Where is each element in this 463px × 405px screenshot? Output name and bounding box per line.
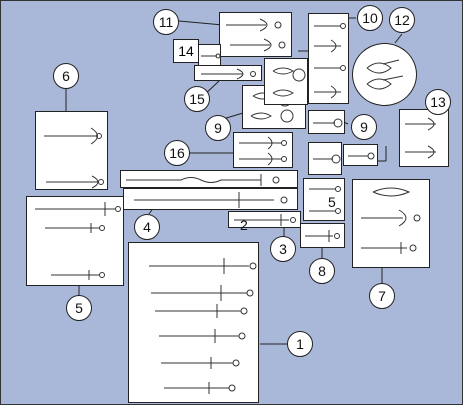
label-4: 4 [134,214,160,240]
sword-illustrations-6 [44,127,104,189]
sword-illustrations-5-left [35,202,121,280]
sword-illustrations-10 [314,23,346,99]
label-2: 2 [240,217,248,233]
panel-group-1 [128,242,259,403]
sword-illustrations-14 [201,53,221,59]
label-13: 13 [425,89,451,115]
label-3: 3 [270,236,296,262]
panel-group-9-right [308,110,345,134]
panel-group-16 [233,132,293,168]
label-1: 1 [287,331,313,357]
panel-group-15 [194,65,262,81]
label-10: 10 [357,5,383,31]
sword-illustrations-7 [361,187,421,254]
panel-group-13 [399,109,449,167]
sword-illustrations-9-upper-left [272,67,306,97]
panel-group-8 [300,223,345,248]
label-6: 6 [53,63,79,89]
sword-illustrations-8 [305,230,340,242]
sword-illustrations-small-a [313,154,341,164]
panel-group-9-upper-left [264,58,308,105]
sword-illustrations-4-lower [134,192,288,208]
label-9-left: 9 [205,115,231,141]
label-14: 14 [178,43,194,59]
sword-illustrations-15 [201,68,256,80]
panel-group-11 [219,12,292,57]
label-16: 16 [164,140,190,166]
panel-group-4-lower [123,188,298,210]
sword-illustrations-9-right [313,118,343,128]
label-9-right: 9 [351,114,377,140]
sword-illustrations-13 [405,117,436,159]
panel-group-5-right [303,178,345,221]
label-11: 11 [153,9,179,35]
label-14-box: 14 [173,39,199,63]
panel-small-a [308,142,342,175]
panel-group-2 [228,211,301,228]
panel-small-b [343,144,378,166]
panel-group-4 [120,170,298,188]
sword-illustrations-16 [239,136,287,166]
sword-illustrations-4 [126,174,280,186]
sword-illustrations-small-b [348,152,375,160]
sword-illustrations-1 [149,258,257,394]
panel-group-7 [352,179,430,268]
panel-group-14 [198,44,221,66]
sword-illustrations-2 [234,214,296,226]
sword-illustrations-12 [366,59,404,90]
sword-illustrations-11 [226,18,286,52]
label-8: 8 [309,258,335,284]
label-12: 12 [389,7,415,33]
label-5-right: 5 [328,194,336,210]
label-7: 7 [369,283,395,309]
panel-group-10 [308,13,349,104]
panel-group-6 [35,111,108,190]
label-5-left: 5 [66,295,92,321]
panel-group-12 [352,43,417,106]
sword-illustrations-5-right [309,186,341,214]
label-15: 15 [184,86,210,112]
panel-group-5-left [26,196,124,286]
